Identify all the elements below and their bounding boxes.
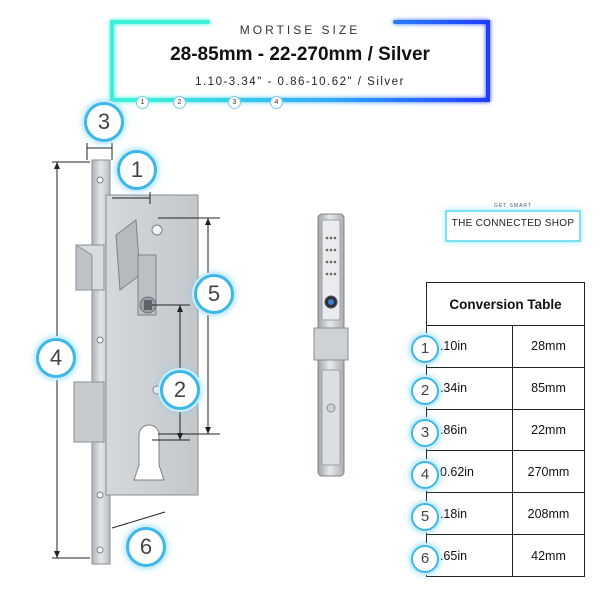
- mm-cell: 270mm: [512, 450, 585, 494]
- callout-4: 4: [36, 338, 76, 378]
- smart-lock-handle: [313, 213, 349, 477]
- brand-logo-frame: [445, 210, 581, 242]
- mini-marker-2: 2: [173, 96, 186, 109]
- callout-2: 2: [160, 370, 200, 410]
- callout-3: 3: [84, 102, 124, 142]
- cylinder-hole: [133, 424, 165, 481]
- table-row: 0.86in 22mm: [426, 408, 585, 452]
- inches-cell: 1.65in: [426, 534, 513, 577]
- mini-marker-4: 4: [270, 96, 283, 109]
- deadbolt: [73, 381, 105, 443]
- row-badge-4: 4: [411, 461, 439, 489]
- table-row: 3.34in 85mm: [426, 366, 585, 410]
- inches-cell: 8.18in: [426, 492, 513, 536]
- mm-cell: 208mm: [512, 492, 585, 536]
- logo-tagline: GET SMART: [494, 203, 532, 209]
- mm-cell: 28mm: [512, 325, 585, 368]
- row-badge-6: 6: [411, 545, 439, 573]
- inches-cell: 10.62in: [426, 450, 513, 494]
- table-row: 1.10in 28mm: [426, 325, 585, 368]
- table-row: 10.62in 270mm: [426, 450, 585, 494]
- table-row: 1.65in 42mm: [426, 534, 585, 577]
- row-badge-5: 5: [411, 503, 439, 531]
- mortise-lock-diagram: [52, 143, 220, 565]
- table-header-row: Conversion Table: [426, 282, 585, 326]
- callout-1: 1: [117, 150, 157, 190]
- mm-cell: 42mm: [512, 534, 585, 577]
- row-badge-1: 1: [411, 335, 439, 363]
- header-title: 28-85mm - 22-270mm / Silver: [170, 44, 430, 65]
- row-badge-3: 3: [411, 419, 439, 447]
- row-badge-2: 2: [411, 377, 439, 405]
- lever: [313, 327, 349, 361]
- header-imperial-size: 1.10-3.34" - 0.86-10.62" / Silver: [195, 76, 405, 88]
- callout-5: 5: [194, 274, 234, 314]
- mm-cell: 22mm: [512, 408, 585, 452]
- inches-cell: 0.86in: [426, 408, 513, 452]
- mm-cell: 85mm: [512, 366, 585, 410]
- brand-logo-name: THE CONNECTED SHOP: [451, 218, 575, 229]
- table-row: 8.18in 208mm: [426, 492, 585, 536]
- inches-cell: 1.10in: [426, 325, 513, 368]
- inches-cell: 3.34in: [426, 366, 513, 410]
- mini-marker-1: 1: [136, 96, 149, 109]
- mini-marker-3: 3: [228, 96, 241, 109]
- callout-6: 6: [126, 527, 166, 567]
- table-title: Conversion Table: [426, 282, 585, 326]
- header-subtitle: MORTISE SIZE: [239, 23, 361, 37]
- conversion-table: Conversion Table 1.10in 28mm 3.34in 85mm…: [426, 282, 585, 577]
